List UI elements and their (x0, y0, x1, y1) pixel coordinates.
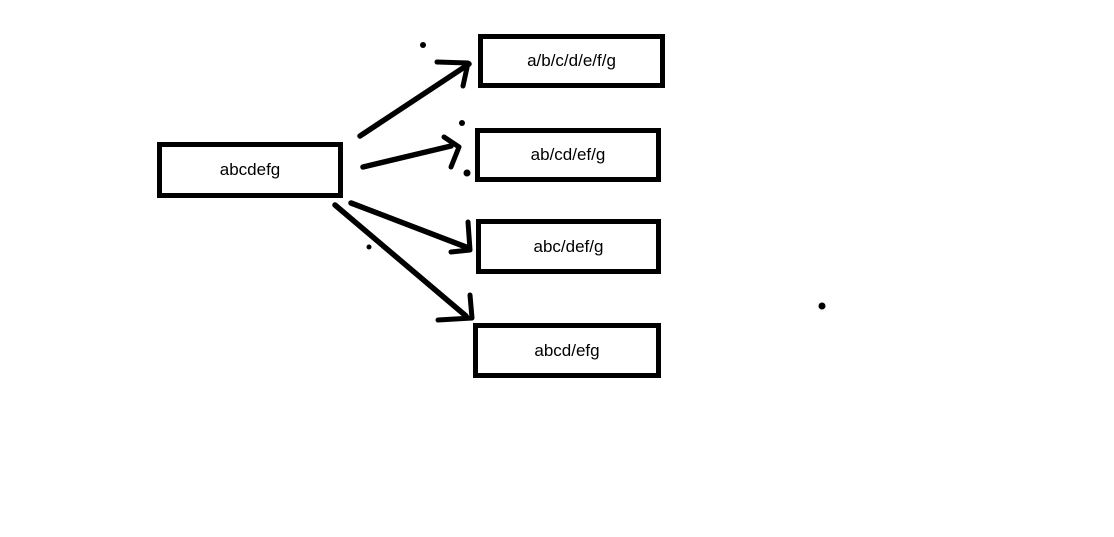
node-target-1-label: a/b/c/d/e/f/g (527, 51, 616, 70)
stray-dot (366, 244, 372, 250)
stray-dot (420, 42, 426, 48)
arrow-to-target-4 (332, 202, 475, 323)
node-target-2-label: ab/cd/ef/g (530, 145, 606, 164)
node-source-label: abcdefg (219, 160, 281, 179)
node-target-4-label: abcd/efg (534, 340, 600, 360)
arrow-to-target-1 (357, 59, 472, 139)
node-target-1: a/b/c/d/e/f/g (478, 34, 665, 88)
node-target-2: ab/cd/ef/g (475, 128, 661, 182)
node-source: abcdefg (157, 142, 343, 198)
node-target-3-label: abc/def/g (533, 236, 604, 256)
node-target-3: abc/def/g (476, 219, 661, 274)
node-target-4: abcd/efg (473, 323, 661, 378)
arrow-to-target-3 (348, 200, 473, 255)
stray-dot (459, 120, 465, 126)
arrow-to-target-2 (360, 134, 462, 170)
stray-dot (818, 302, 826, 310)
stray-dot (463, 169, 471, 177)
